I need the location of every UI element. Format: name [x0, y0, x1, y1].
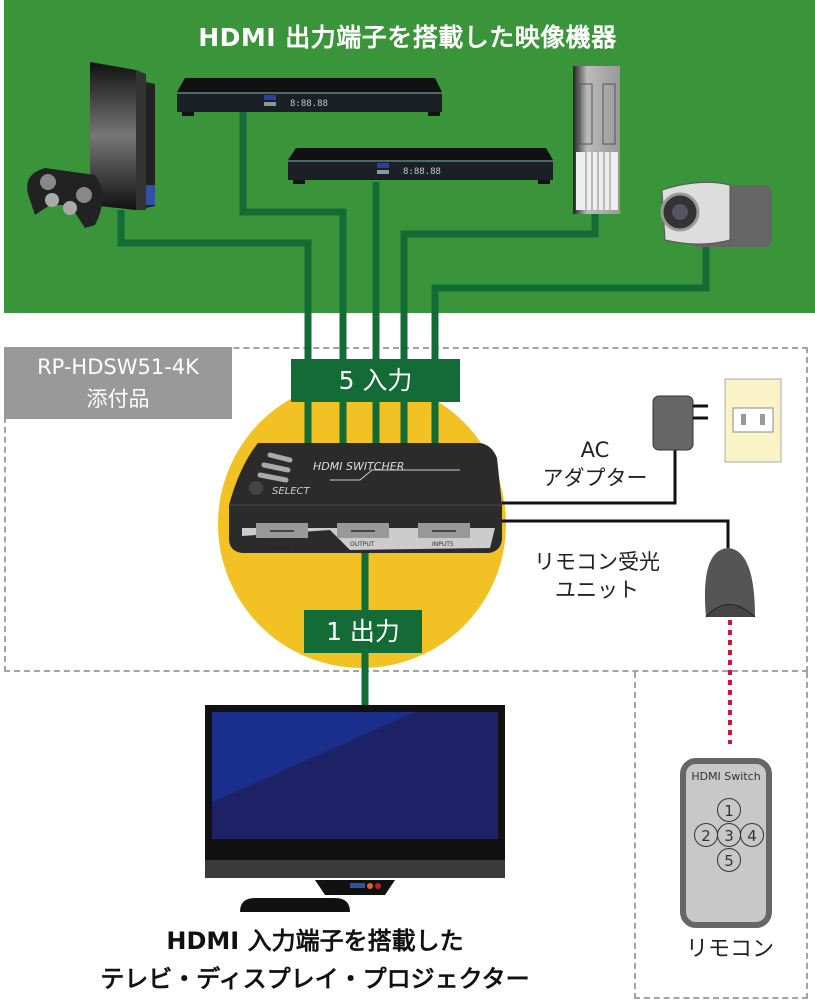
display-devices-title: HDMI 入力端子を搭載した テレビ・ディスプレイ・プロジェクター	[100, 927, 530, 993]
svg-text:8:88.88: 8:88.88	[403, 167, 441, 177]
video-camera-icon	[660, 181, 772, 247]
remote-title: HDMI Switch	[691, 770, 761, 783]
remote-label: リモコン	[685, 937, 774, 962]
svg-text:INPUT 1: INPUT 1	[270, 541, 294, 548]
model-number: RP-HDSW51-4K	[37, 355, 199, 379]
ir-receiver-label: リモコン受光 ユニット	[534, 550, 660, 602]
remote-button-3[interactable]: 3	[717, 823, 741, 847]
remote-control: HDMI Switch 1 2 3 4 5	[680, 758, 772, 928]
source-devices-title: HDMI 出力端子を搭載した映像機器	[198, 23, 617, 52]
svg-text:8:88.88: 8:88.88	[290, 99, 328, 109]
ac-adapter-label: AC アダプター	[542, 438, 648, 490]
bluray-player-1-icon: 8:88.88	[177, 78, 442, 116]
cable-desktop-pc	[400, 212, 599, 450]
input-count-tag: 5 入力	[291, 359, 460, 402]
svg-text:SELECT: SELECT	[272, 486, 311, 497]
remote-dashed-box	[634, 672, 808, 999]
wall-outlet-icon	[724, 378, 782, 463]
remote-button-1[interactable]: 1	[717, 798, 741, 822]
tv-display-icon	[205, 705, 505, 912]
accessory-note: 添付品	[86, 387, 150, 411]
cable-bluray-1	[239, 112, 347, 450]
accessory-label: RP-HDSW51-4K 添付品	[4, 347, 232, 419]
desktop-pc-icon	[573, 66, 620, 214]
ac-adapter-icon	[502, 395, 708, 505]
svg-text:INPUT5: INPUT5	[432, 541, 454, 548]
cable-game-console	[117, 210, 312, 450]
ir-receiver-icon	[502, 519, 756, 744]
svg-text:OUTPUT: OUTPUT	[350, 541, 375, 548]
svg-text:HDMI SWITCHER: HDMI SWITCHER	[313, 460, 404, 473]
bluray-player-2-icon: 8:88.88	[288, 148, 553, 184]
hdmi-switcher-icon: INPUT 1 OUTPUT INPUT5 SELECT HDMI SWITCH…	[229, 443, 502, 553]
output-count-tag: 1 出力	[304, 610, 422, 653]
game-console-icon	[27, 62, 155, 228]
remote-button-4[interactable]: 4	[740, 823, 764, 847]
remote-button-2[interactable]: 2	[694, 823, 718, 847]
remote-button-5[interactable]: 5	[717, 848, 741, 872]
